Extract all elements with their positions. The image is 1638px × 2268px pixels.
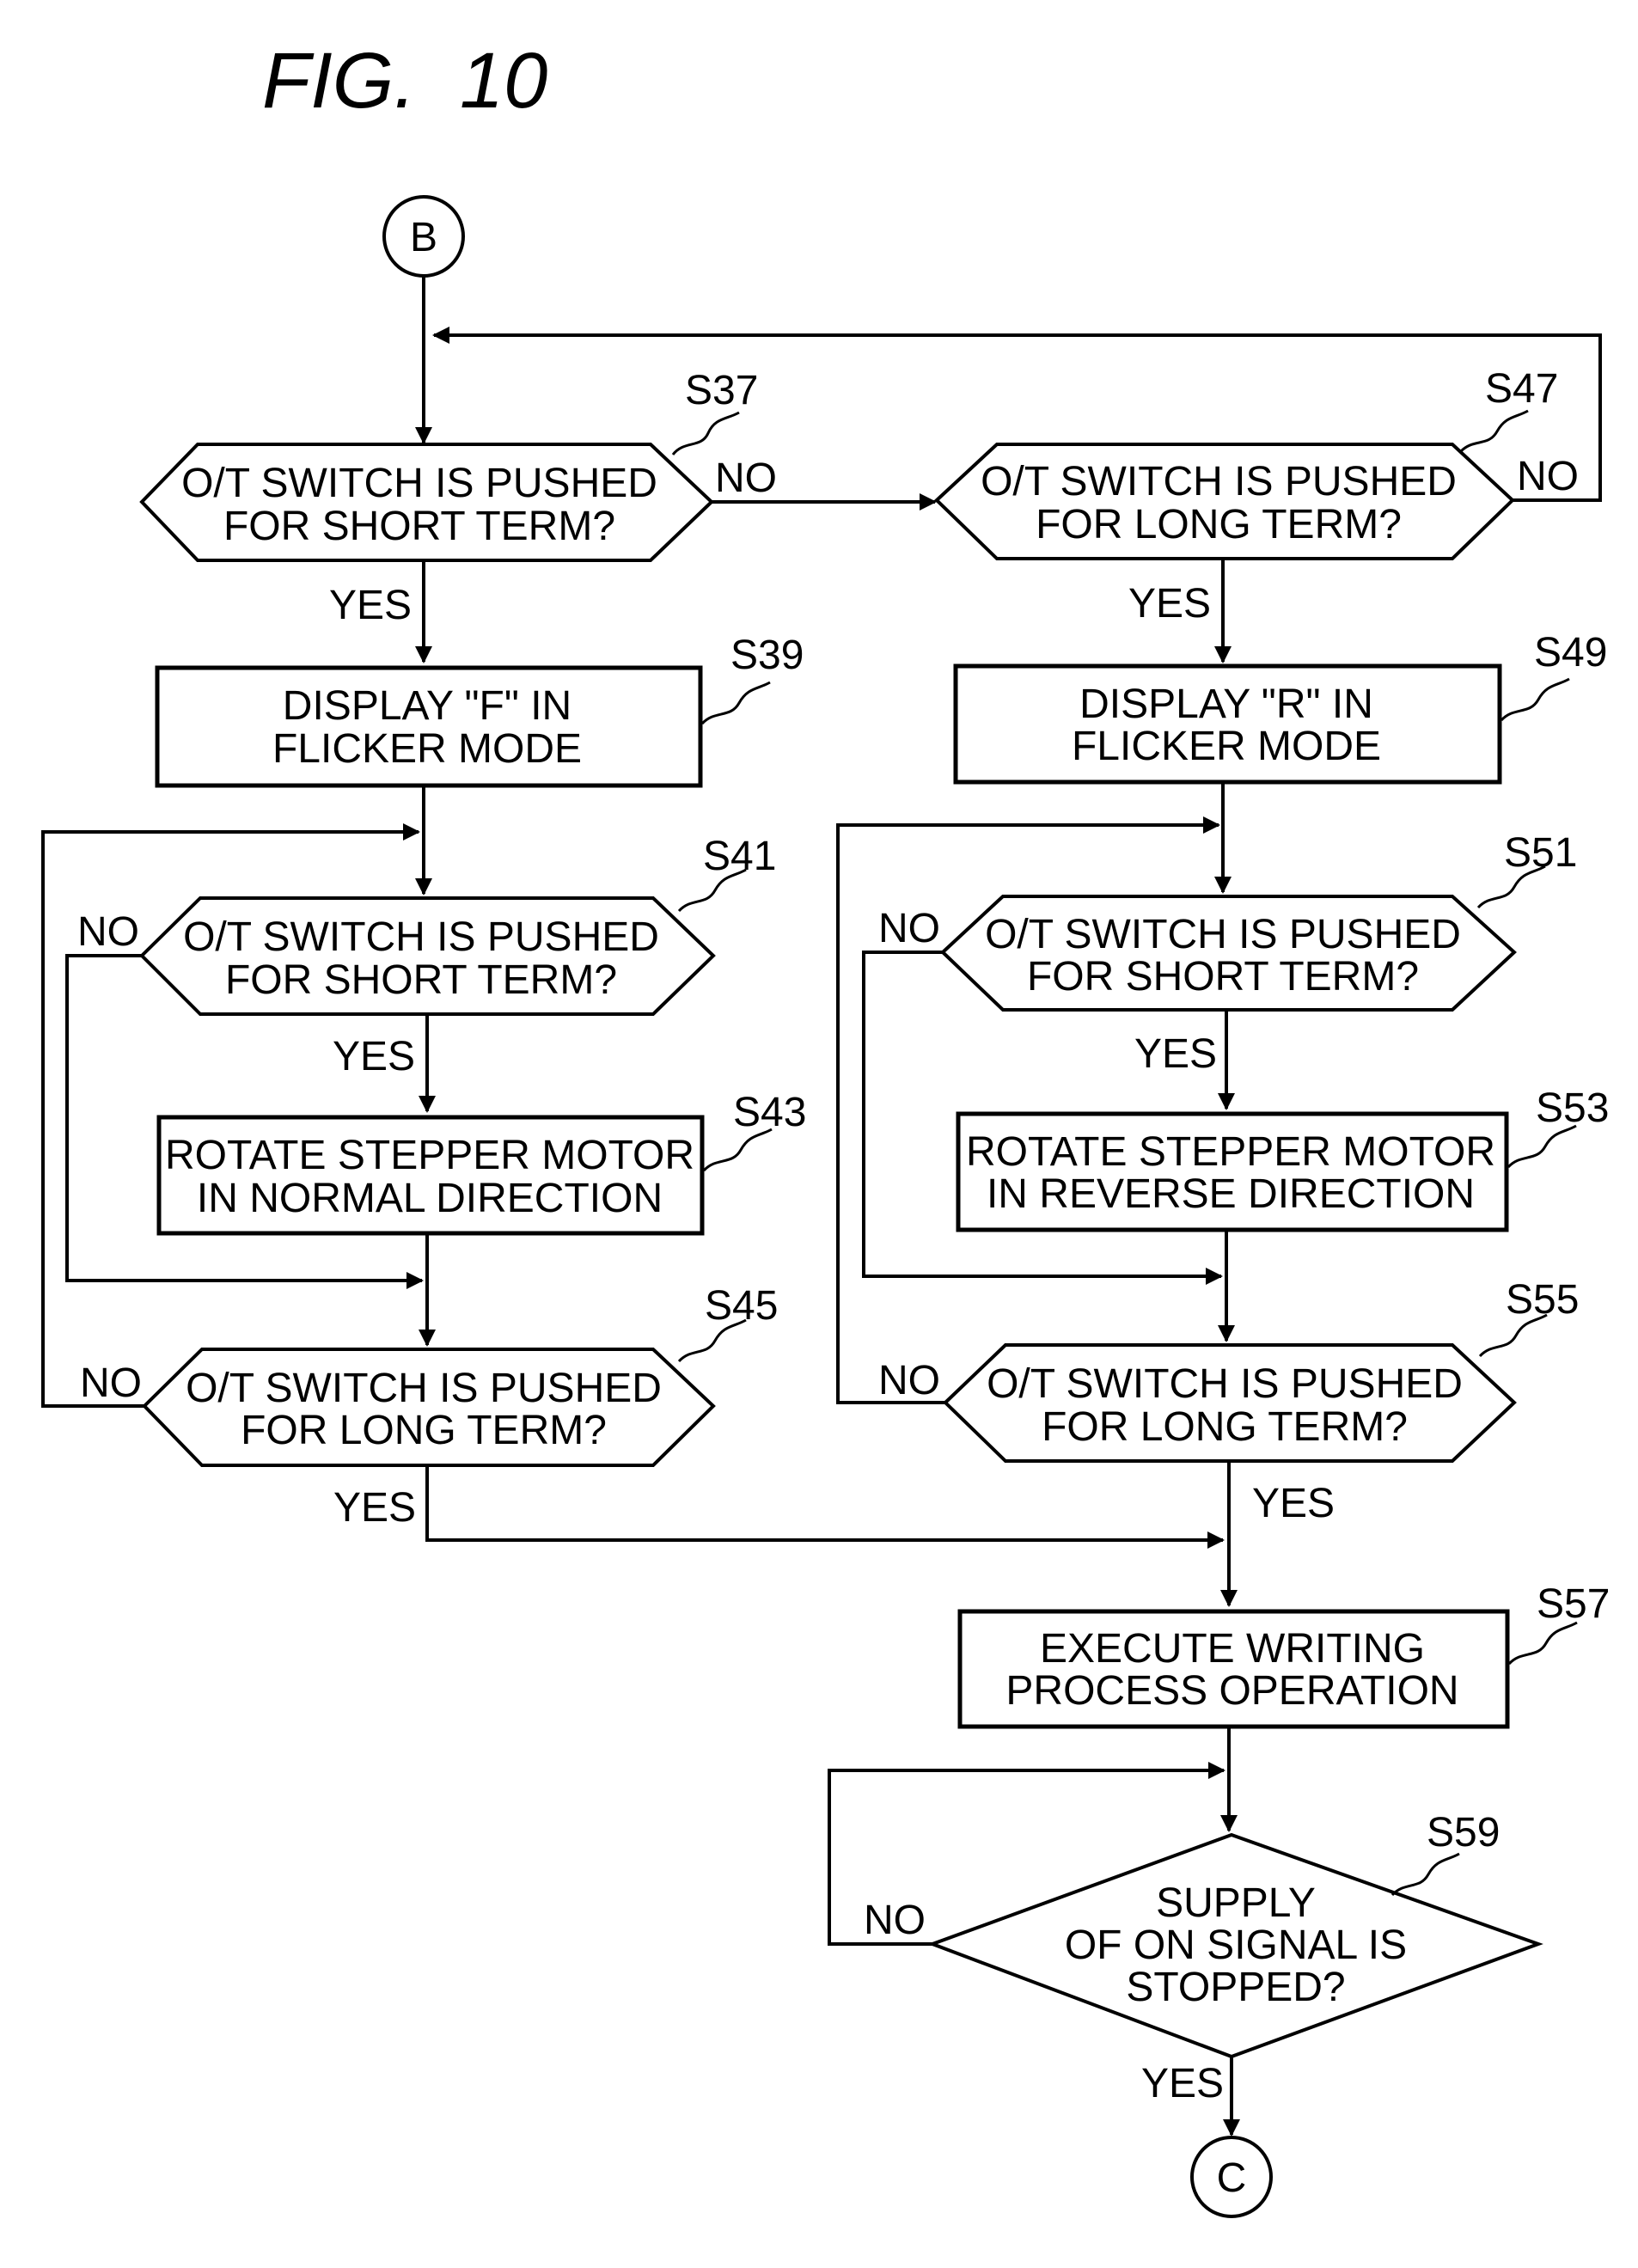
step-s55-id: S55 <box>1506 1277 1579 1323</box>
s59-yes-label: YES <box>1141 2061 1224 2106</box>
s41-no-label: NO <box>77 909 139 955</box>
s51-no-label: NO <box>878 906 940 951</box>
step-s37: O/T SWITCH IS PUSHED FOR SHORT TERM? S37 <box>139 368 758 562</box>
step-s45-line-1: O/T SWITCH IS PUSHED <box>186 1366 662 1411</box>
step-s57: EXECUTE WRITING PROCESS OPERATION S57 <box>957 1581 1610 1729</box>
step-s37-line-1: O/T SWITCH IS PUSHED <box>181 461 657 506</box>
step-s45-line-2: FOR LONG TERM? <box>241 1408 607 1453</box>
step-s55: O/T SWITCH IS PUSHED FOR LONG TERM? S55 <box>943 1277 1579 1463</box>
step-s43-line-1: ROTATE STEPPER MOTOR <box>165 1133 694 1178</box>
step-s49: DISPLAY "R" IN FLICKER MODE S49 <box>953 630 1607 785</box>
end-connector-label: C <box>1217 2155 1247 2201</box>
s55-no-label: NO <box>878 1358 940 1403</box>
s45-yes-label: YES <box>333 1485 416 1531</box>
step-s43-line-2: IN NORMAL DIRECTION <box>197 1176 663 1221</box>
step-s55-line-2: FOR LONG TERM? <box>1042 1404 1408 1450</box>
step-s59: SUPPLY OF ON SIGNAL IS STOPPED? S59 <box>927 1810 1543 2059</box>
s47-yes-label: YES <box>1128 581 1211 627</box>
step-s41: O/T SWITCH IS PUSHED FOR SHORT TERM? S41 <box>139 834 776 1016</box>
step-s45: O/T SWITCH IS PUSHED FOR LONG TERM? S45 <box>142 1283 778 1467</box>
s47-no-label: NO <box>1517 454 1579 499</box>
step-s49-id: S49 <box>1534 630 1607 676</box>
step-s39: DISPLAY "F" IN FLICKER MODE S39 <box>155 633 804 788</box>
step-s37-id: S37 <box>685 368 758 413</box>
step-s59-line-1: SUPPLY <box>1156 1880 1316 1926</box>
step-s43-id: S43 <box>733 1090 806 1135</box>
step-s37-line-2: FOR SHORT TERM? <box>223 504 615 549</box>
step-s47: O/T SWITCH IS PUSHED FOR LONG TERM? S47 <box>934 366 1558 560</box>
s41-yes-label: YES <box>333 1034 415 1079</box>
end-connector: C <box>1190 2136 1273 2218</box>
s37-yes-label: YES <box>329 583 412 628</box>
step-s41-line-2: FOR SHORT TERM? <box>225 957 617 1003</box>
start-connector: B <box>382 195 465 278</box>
step-s51: O/T SWITCH IS PUSHED FOR SHORT TERM? S51 <box>940 830 1577 1012</box>
step-s53-line-1: ROTATE STEPPER MOTOR <box>966 1129 1495 1175</box>
step-s57-line-2: PROCESS OPERATION <box>1005 1668 1458 1714</box>
step-s39-id: S39 <box>730 633 804 678</box>
step-s51-line-2: FOR SHORT TERM? <box>1027 954 1419 1000</box>
s59-no-label: NO <box>864 1898 926 1943</box>
step-s53: ROTATE STEPPER MOTOR IN REVERSE DIRECTIO… <box>956 1085 1609 1232</box>
s51-yes-label: YES <box>1134 1031 1217 1077</box>
s37-no-label: NO <box>715 455 777 501</box>
step-s59-id: S59 <box>1427 1810 1500 1855</box>
step-s53-line-2: IN REVERSE DIRECTION <box>987 1171 1475 1217</box>
start-connector-label: B <box>410 215 437 260</box>
step-s57-line-1: EXECUTE WRITING <box>1040 1626 1425 1672</box>
step-s53-id: S53 <box>1536 1085 1609 1131</box>
figure-title: FIG. 10 <box>262 37 547 125</box>
step-s51-line-1: O/T SWITCH IS PUSHED <box>985 912 1461 957</box>
s55-yes-label: YES <box>1252 1481 1335 1526</box>
step-s47-line-1: O/T SWITCH IS PUSHED <box>981 459 1457 504</box>
step-s49-line-1: DISPLAY "R" IN <box>1079 682 1373 727</box>
flow-lines <box>41 276 1602 2137</box>
s45-no-label: NO <box>80 1360 142 1406</box>
step-s39-line-2: FLICKER MODE <box>272 726 582 772</box>
step-s57-id: S57 <box>1537 1581 1610 1627</box>
step-s49-line-2: FLICKER MODE <box>1072 724 1381 769</box>
step-s59-line-3: STOPPED? <box>1126 1965 1345 2010</box>
step-s47-line-2: FOR LONG TERM? <box>1036 502 1402 547</box>
step-s41-line-1: O/T SWITCH IS PUSHED <box>183 914 659 960</box>
step-s55-line-1: O/T SWITCH IS PUSHED <box>987 1361 1463 1407</box>
step-s59-line-2: OF ON SIGNAL IS <box>1065 1923 1407 1968</box>
step-s43: ROTATE STEPPER MOTOR IN NORMAL DIRECTION… <box>156 1090 806 1236</box>
step-s39-line-1: DISPLAY "F" IN <box>283 683 571 729</box>
step-s47-id: S47 <box>1485 366 1558 412</box>
